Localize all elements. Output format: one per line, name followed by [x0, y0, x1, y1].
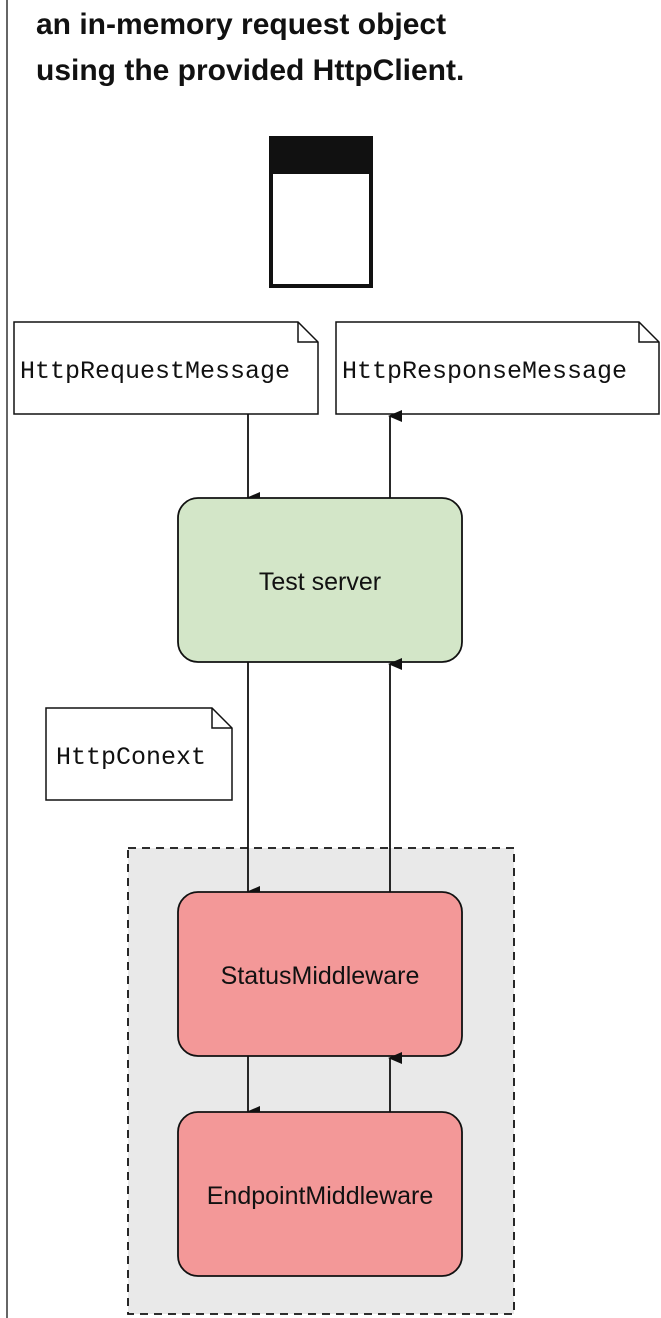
- note-http-request-message: HttpRequestMessage: [13, 321, 319, 415]
- test-server-node: Test server: [177, 497, 463, 663]
- note-http-context: HttpConext: [45, 707, 233, 801]
- endpoint-middleware-node: EndpointMiddleware: [177, 1111, 463, 1277]
- note-http-response-message: HttpResponseMessage: [335, 321, 660, 415]
- test-server-label: Test server: [259, 568, 381, 596]
- note-request-label: HttpRequestMessage: [20, 357, 290, 386]
- caption-line-2: using the provided HttpClient.: [36, 54, 464, 87]
- note-response-label: HttpResponseMessage: [342, 357, 627, 386]
- note-context-label: HttpConext: [56, 743, 206, 772]
- status-middleware-label: StatusMiddleware: [221, 962, 420, 990]
- caption-line-1: an in-memory request object: [36, 8, 446, 41]
- status-middleware-node: StatusMiddleware: [177, 891, 463, 1057]
- window-icon: [269, 136, 373, 288]
- endpoint-middleware-label: EndpointMiddleware: [207, 1182, 434, 1210]
